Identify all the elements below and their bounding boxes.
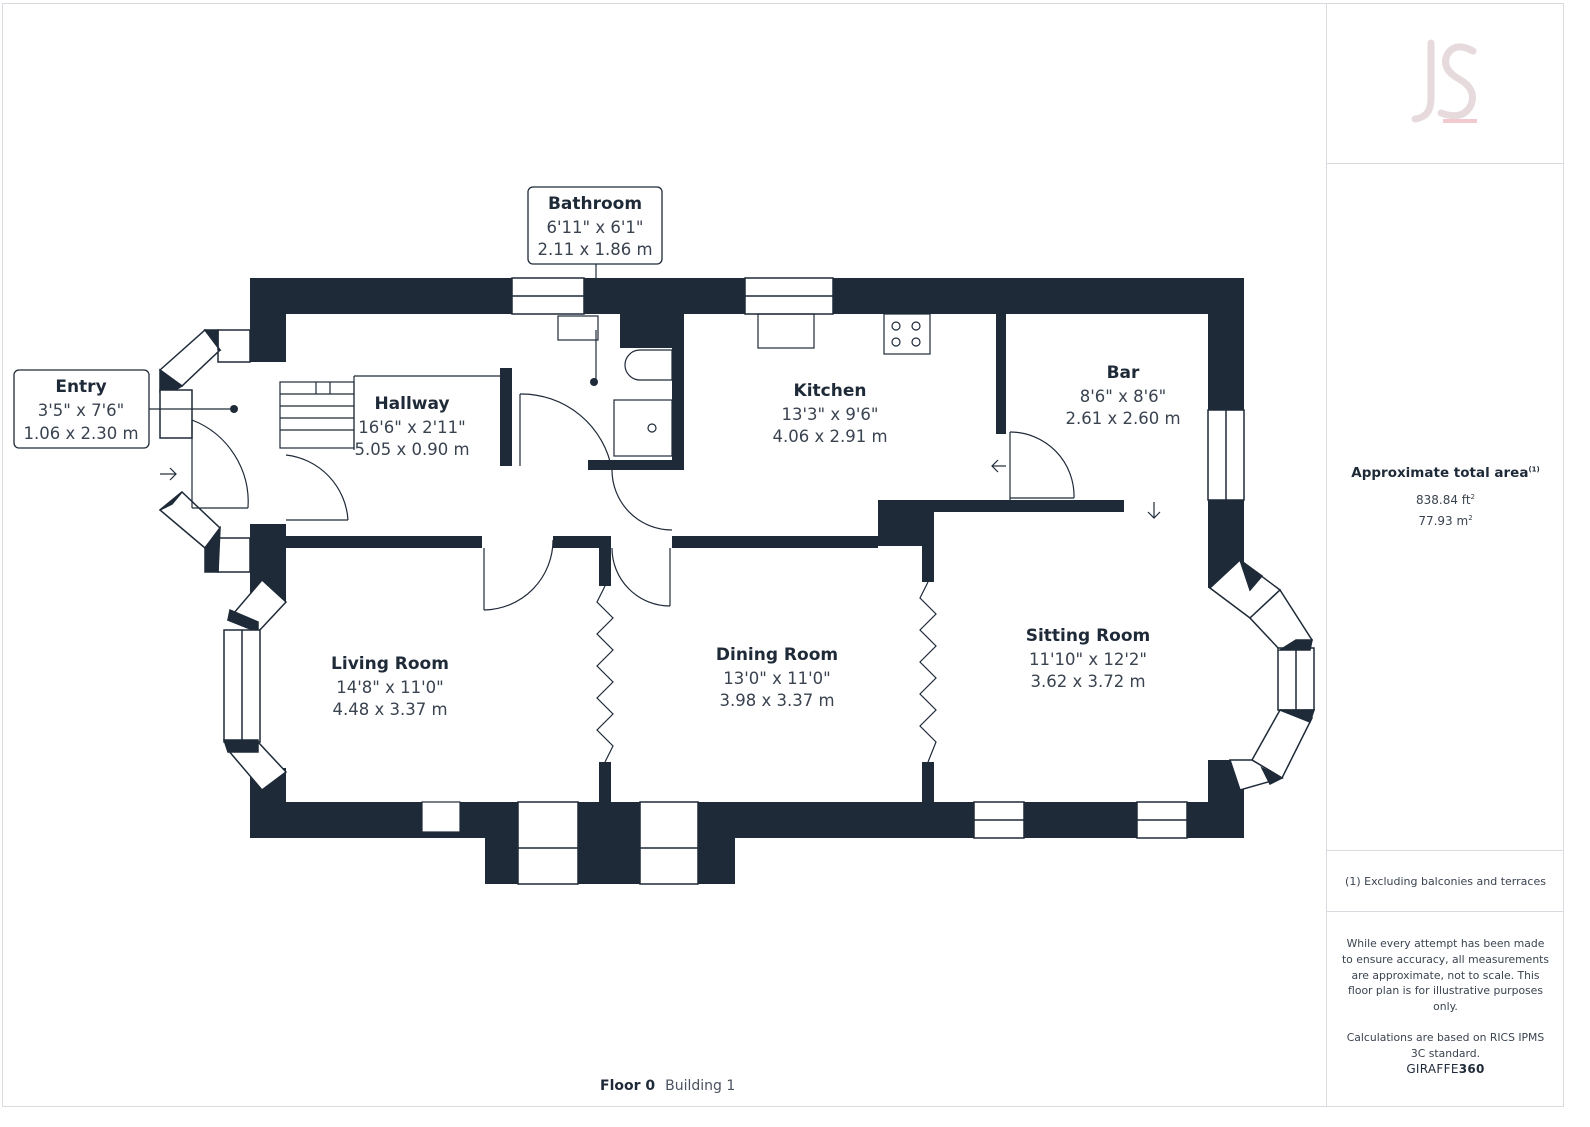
room-bathroom: Bathroom 6'11" x 6'1" 2.11 x 1.86 m bbox=[527, 186, 663, 278]
area-sqm-value: 77.93 m bbox=[1418, 514, 1469, 528]
entry-bay bbox=[158, 328, 222, 573]
room-dim-metric: 4.48 x 3.37 m bbox=[332, 700, 447, 719]
room-dim-imperial: 13'3" x 9'6" bbox=[782, 405, 879, 424]
area-sqm-power: 2 bbox=[1468, 514, 1473, 522]
js-logo-icon bbox=[1411, 39, 1477, 123]
brand-suffix: 360 bbox=[1458, 1062, 1485, 1076]
room-dim-imperial: 13'0" x 11'0" bbox=[723, 669, 831, 688]
floor-label: Floor 0 Building 1 bbox=[600, 1078, 735, 1094]
sidebar-divider bbox=[1327, 911, 1564, 912]
room-dim-imperial: 8'6" x 8'6" bbox=[1080, 387, 1167, 406]
room-dim-metric: 3.62 x 3.72 m bbox=[1030, 672, 1145, 691]
markers bbox=[230, 378, 598, 413]
room-dim-imperial: 14'8" x 11'0" bbox=[336, 678, 444, 697]
area-title-text: Approximate total area bbox=[1351, 465, 1529, 481]
area-footnote: (1) Excluding balconies and terraces bbox=[1345, 875, 1546, 888]
area-sqft: 838.84 ft2 bbox=[1327, 493, 1564, 507]
area-sqm: 77.93 m2 bbox=[1327, 514, 1564, 528]
area-title: Approximate total area(1) bbox=[1327, 465, 1564, 481]
disclaimer-calculation: Calculations are based on RICS IPMS 3C s… bbox=[1346, 1030, 1545, 1060]
room-dim-imperial: 16'6" x 2'11" bbox=[358, 418, 466, 437]
room-name: Bathroom bbox=[548, 194, 642, 214]
room-dim-imperial: 6'11" x 6'1" bbox=[547, 218, 644, 237]
info-sidebar: Approximate total area(1) 838.84 ft2 77.… bbox=[1326, 3, 1564, 1107]
area-sqft-power: 2 bbox=[1470, 493, 1475, 501]
room-entry: Entry 3'5" x 7'6" 1.06 x 2.30 m bbox=[13, 369, 230, 449]
room-name: Bar bbox=[1107, 363, 1140, 383]
room-bar: Bar 8'6" x 8'6" 2.61 x 2.60 m bbox=[1065, 363, 1180, 428]
room-name: Dining Room bbox=[716, 645, 838, 665]
room-name: Living Room bbox=[331, 654, 449, 674]
page-frame bbox=[2, 3, 1564, 1107]
room-kitchen: Kitchen 13'3" x 9'6" 4.06 x 2.91 m bbox=[772, 381, 887, 446]
room-dim-metric: 2.61 x 2.60 m bbox=[1065, 409, 1180, 428]
living-bay bbox=[222, 578, 288, 792]
disclaimer-accuracy: While every attempt has been made to ens… bbox=[1341, 937, 1550, 1014]
room-name: Sitting Room bbox=[1026, 626, 1151, 646]
building-name: Building 1 bbox=[665, 1078, 736, 1094]
room-dim-metric: 2.11 x 1.86 m bbox=[537, 240, 652, 259]
room-name: Kitchen bbox=[794, 381, 867, 401]
room-name: Hallway bbox=[374, 394, 449, 414]
room-dim-metric: 1.06 x 2.30 m bbox=[23, 424, 138, 443]
room-dim-metric: 4.06 x 2.91 m bbox=[772, 427, 887, 446]
disclaimer: While every attempt has been made to ens… bbox=[1341, 936, 1550, 1062]
room-dim-imperial: 3'5" x 7'6" bbox=[38, 401, 125, 420]
area-sqft-value: 838.84 ft bbox=[1416, 493, 1471, 507]
room-dim-imperial: 11'10" x 12'2" bbox=[1029, 650, 1147, 669]
room-name: Entry bbox=[55, 377, 106, 397]
brand-prefix: GIRAFFE bbox=[1406, 1062, 1459, 1076]
giraffe360-logo: GIRAFFE360 bbox=[1327, 1062, 1564, 1076]
room-dim-metric: 3.98 x 3.37 m bbox=[719, 691, 834, 710]
room-living-room: Living Room 14'8" x 11'0" 4.48 x 3.37 m bbox=[331, 654, 449, 719]
room-hallway: Hallway 16'6" x 2'11" 5.05 x 0.90 m bbox=[354, 394, 469, 459]
sitting-bay bbox=[1208, 558, 1316, 791]
sidebar-divider bbox=[1327, 163, 1564, 164]
room-sitting-room: Sitting Room 11'10" x 12'2" 3.62 x 3.72 … bbox=[1026, 626, 1151, 691]
floor-plan: Bathroom 6'11" x 6'1" 2.11 x 1.86 m Entr… bbox=[13, 186, 1316, 885]
room-dining-room: Dining Room 13'0" x 11'0" 3.98 x 3.37 m bbox=[716, 645, 838, 710]
windows bbox=[217, 277, 1245, 885]
walls bbox=[250, 278, 1244, 884]
fixtures bbox=[160, 313, 1161, 833]
floor-number: Floor 0 bbox=[600, 1078, 656, 1094]
room-dim-metric: 5.05 x 0.90 m bbox=[354, 440, 469, 459]
sidebar-divider bbox=[1327, 850, 1564, 851]
area-footnote-mark: (1) bbox=[1528, 465, 1540, 474]
